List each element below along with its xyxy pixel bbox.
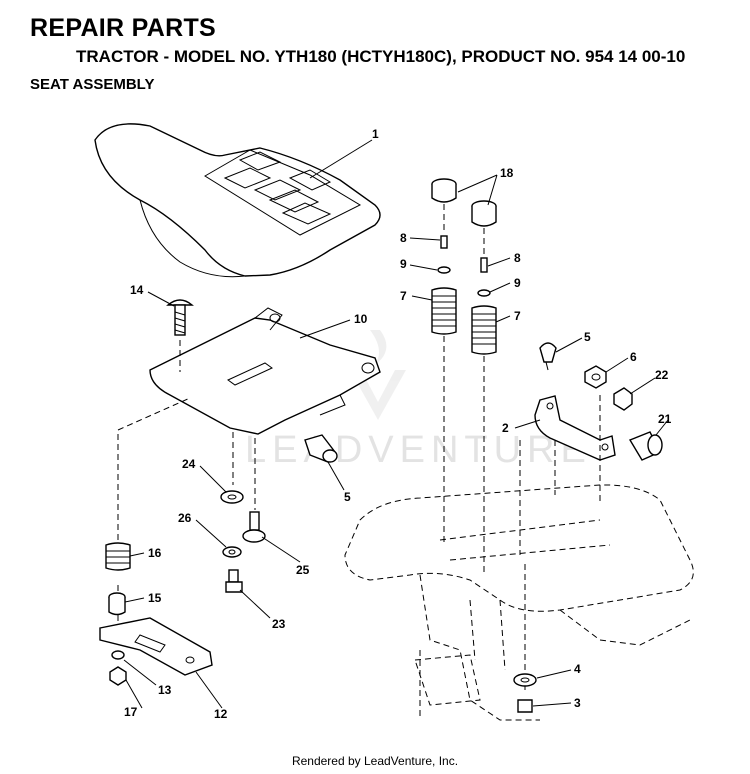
spring-16 [105,542,131,571]
watermark-logo [350,330,406,420]
callout-7-left: 7 [400,289,407,303]
model-subtitle: TRACTOR - MODEL NO. YTH180 (HCTYH180C), … [76,47,686,66]
callout-21: 21 [658,412,672,426]
section-title: SEAT ASSEMBLY [30,76,155,93]
callout-25: 25 [296,563,310,577]
knob-clip-upper [539,342,557,371]
bolt-13 [111,650,125,660]
callout-23: 23 [272,617,286,631]
callout-18: 18 [500,166,514,180]
knob-clip-lower [304,434,338,463]
callout-4: 4 [574,662,581,676]
footer-credit: Rendered by LeadVenture, Inc. [291,754,459,768]
bolt-23 [225,569,243,593]
seat-pan [149,307,381,435]
callout-17: 17 [124,705,138,719]
assembly-guide-lines [117,395,601,690]
callout-5-upper: 5 [584,330,591,344]
callout-9-left: 9 [400,257,407,271]
adjustment-plate [99,617,213,676]
callout-24: 24 [182,457,196,471]
carriage-bolt [166,299,194,372]
callout-26: 26 [178,511,192,525]
nut-17 [109,666,127,686]
bolt-25 [242,511,266,543]
flange-nut [613,387,633,411]
seat-bumpers [431,178,497,227]
washer-26 [222,546,242,558]
seat [94,123,381,278]
washer-4 [513,673,537,687]
callout-5-lower: 5 [344,490,351,504]
watermark-text: LEADVENTURE [245,429,592,471]
callout-13: 13 [158,683,172,697]
callout-8-right: 8 [514,251,521,265]
leader-lines [123,139,669,709]
callout-10: 10 [354,312,368,326]
callout-9-right: 9 [514,276,521,290]
spacer-15 [108,592,126,616]
hex-nut [584,365,607,389]
callout-15: 15 [148,591,162,605]
callout-7-right: 7 [514,309,521,323]
callout-2: 2 [502,421,509,435]
washer-24 [220,490,244,504]
spring-stack-left [431,204,457,545]
bolt-3 [517,699,533,713]
callout-1: 1 [372,127,379,141]
callout-6: 6 [630,350,637,364]
callout-8-left: 8 [400,231,407,245]
callout-16: 16 [148,546,162,560]
callout-12: 12 [214,707,228,721]
page-title: REPAIR PARTS [30,14,217,42]
spring-stack-right [471,228,497,575]
callout-22: 22 [655,368,669,382]
callout-labels: 1 18 8 9 7 8 9 7 14 10 5 6 22 2 21 24 5 … [124,127,672,721]
callout-3: 3 [574,696,581,710]
shoulder-bolt [628,431,663,461]
callout-14: 14 [130,283,144,297]
